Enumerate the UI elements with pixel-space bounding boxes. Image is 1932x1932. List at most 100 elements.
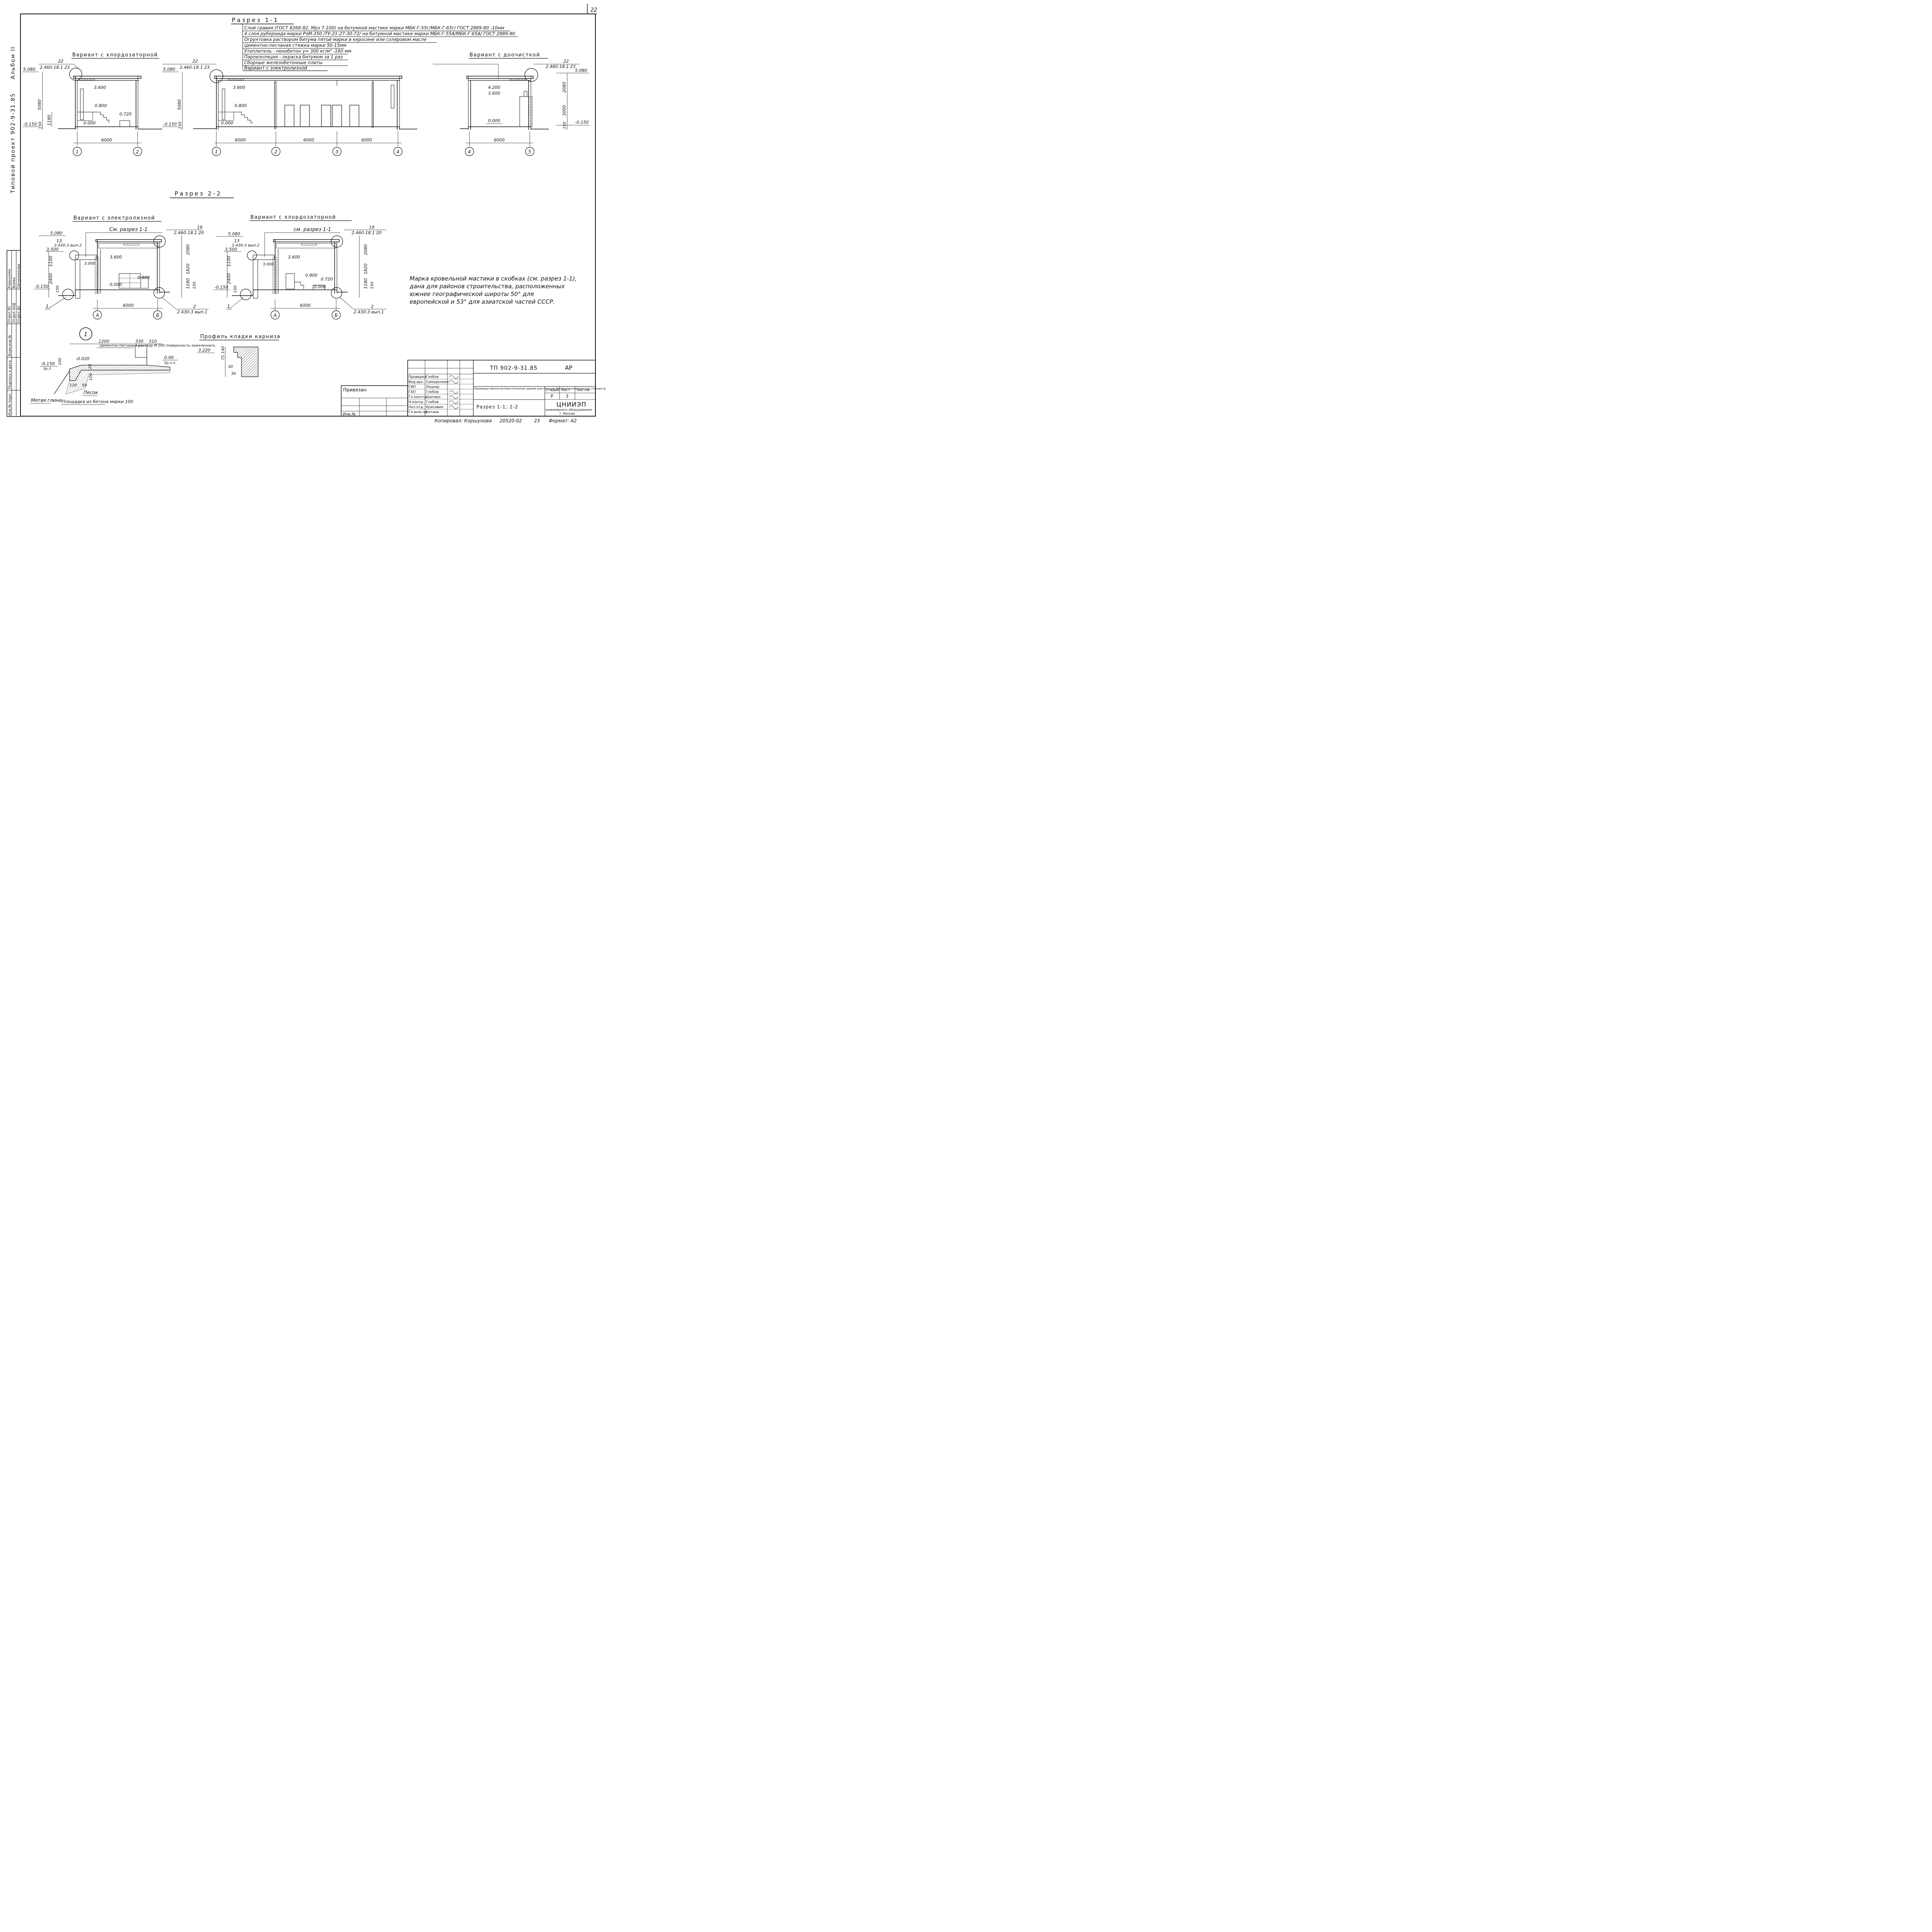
approval-stamp: Отдел ВС Отдел ЭАД Отдел ДС Кадышева Бое… <box>7 250 21 417</box>
svg-text:1180: 1180 <box>47 115 52 126</box>
axis-marker <box>332 147 342 156</box>
svg-text:Лоцкер: Лоцкер <box>426 385 439 389</box>
drawing-mark: АР <box>565 364 572 371</box>
svg-text:1100: 1100 <box>226 256 231 267</box>
svg-text:5.080: 5.080 <box>50 231 63 236</box>
svg-text:2: 2 <box>136 149 139 155</box>
stamp-label-1: Подпись и дата <box>8 360 12 389</box>
axis-marker <box>271 147 281 156</box>
stamp-row-dept-2: Отдел ДС <box>17 305 21 323</box>
svg-text:Листов: Листов <box>577 388 590 392</box>
axis-marker <box>212 147 221 156</box>
signature <box>449 405 459 409</box>
axis-marker <box>133 147 142 156</box>
detail-callout: Мятая глина <box>31 398 62 403</box>
detail-marker <box>79 327 92 340</box>
svg-text:3000: 3000 <box>562 105 567 116</box>
stamp-row-name-1: Боева <box>12 277 16 288</box>
svg-text:0.720: 0.720 <box>119 112 132 117</box>
svg-text:0.800: 0.800 <box>95 103 107 108</box>
svg-text:2.460-18.1 20: 2.460-18.1 20 <box>352 230 381 235</box>
section-1-1-polishing: Вариант с доочисткой 22 2.460-18.1 23 5.… <box>433 52 589 156</box>
roof-layer: Сборные железобетонные плиты <box>244 60 323 65</box>
stamp-label-0: Взам.инв.№ <box>8 335 12 356</box>
axis-marker <box>270 310 280 320</box>
svg-text:-0.020: -0.020 <box>76 356 89 361</box>
svg-text:2400: 2400 <box>226 273 231 284</box>
svg-text:2.430-3 вып.1: 2.430-3 вып.1 <box>177 310 207 315</box>
svg-text:Ур.ч.п.: Ур.ч.п. <box>164 361 176 365</box>
svg-text:ГИП: ГИП <box>408 385 416 389</box>
section-2-2-chlorine: Вариант с хлордозаторной см. разрез 1-1 … <box>214 214 386 320</box>
svg-text:6000: 6000 <box>300 303 311 308</box>
svg-text:150: 150 <box>38 122 43 129</box>
svg-text:0.000: 0.000 <box>110 282 122 287</box>
section-1-1-electrolysis: 22 2.460-18.1 23 5.080 3.600 0.800 0.000 <box>162 59 417 156</box>
svg-text:150: 150 <box>192 282 197 289</box>
svg-text:140: 140 <box>221 346 225 354</box>
roof-layer: Огрунтовка раствором битума пятой марки … <box>244 37 427 42</box>
axis-marker <box>73 147 82 156</box>
node-callout <box>69 250 79 260</box>
svg-text:Н.контр.: Н.контр. <box>408 400 424 404</box>
note-line: европейской и 53° для азиатской частей С… <box>410 298 555 305</box>
svg-text:2080: 2080 <box>363 244 368 255</box>
svg-text:20: 20 <box>88 364 92 369</box>
svg-text:Глебов: Глебов <box>426 390 439 394</box>
svg-text:-0.150: -0.150 <box>214 285 228 290</box>
svg-text:1: 1 <box>46 304 49 309</box>
svg-text:1820: 1820 <box>185 264 190 274</box>
svg-text:-0.150: -0.150 <box>23 122 37 127</box>
axis-marker <box>153 310 162 320</box>
stamp-row-name-0: Кадышева <box>8 269 12 288</box>
svg-text:22: 22 <box>192 59 198 64</box>
svg-text:3: 3 <box>335 149 338 155</box>
svg-text:-0.150: -0.150 <box>163 122 177 127</box>
svg-text:Лист: Лист <box>561 388 570 392</box>
org-name: ЦНИИЭП <box>556 401 587 408</box>
svg-text:5080: 5080 <box>177 99 182 110</box>
svg-text:Р: Р <box>551 394 553 399</box>
svg-text:3.600: 3.600 <box>288 255 300 260</box>
detail-callout: Цементно-песчаный раствор М 200 /поверхн… <box>100 344 215 348</box>
svg-text:310: 310 <box>149 339 157 344</box>
svg-text:3.600: 3.600 <box>233 85 245 90</box>
svg-text:2.430-3 вып.2: 2.430-3 вып.2 <box>54 243 82 248</box>
svg-text:13: 13 <box>234 238 240 243</box>
axis-marker <box>93 310 102 320</box>
section-2-2-electrolysis: Вариант с электролизной См. разрез 1-1 1… <box>34 215 209 320</box>
roof-layers-list: Слой гравия (ГОСТ 8268-82, Мрз 7-100) на… <box>243 25 518 71</box>
svg-text:4: 4 <box>396 149 400 155</box>
svg-text:См. разрез 1-1: См. разрез 1-1 <box>109 227 148 233</box>
svg-text:3.600: 3.600 <box>94 85 106 90</box>
detail-callout: Песок <box>83 390 98 395</box>
svg-text:3: 3 <box>566 394 568 399</box>
svg-text:Формат: А2: Формат: А2 <box>549 418 577 423</box>
svg-text:13: 13 <box>56 238 62 243</box>
svg-text:3.500: 3.500 <box>46 247 59 252</box>
svg-text:г. Москва: г. Москва <box>560 412 575 415</box>
svg-text:22: 22 <box>58 59 63 64</box>
svg-text:1: 1 <box>227 304 230 309</box>
svg-text:0.000: 0.000 <box>221 121 233 126</box>
svg-text:2.460-18.1 20: 2.460-18.1 20 <box>174 230 204 235</box>
svg-text:19: 19 <box>197 225 202 230</box>
roof-layer: Утеплитель - пенобетон γ= 300 кг/м³ -160… <box>244 48 352 54</box>
svg-text:20520-02: 20520-02 <box>500 418 522 423</box>
svg-text:инженерного оборудования: инженерного оборудования <box>546 408 592 412</box>
album-label: Альбом II <box>10 46 16 79</box>
svg-text:Глебов: Глебов <box>426 375 439 379</box>
axis-marker <box>332 310 341 320</box>
svg-text:1180: 1180 <box>363 278 368 289</box>
svg-text:Гл.констр.: Гл.констр. <box>408 395 428 399</box>
svg-text:19: 19 <box>369 225 374 230</box>
stamp-row-dept-1: Отдел ЭАД <box>12 303 16 323</box>
svg-text:0.000: 0.000 <box>314 284 326 289</box>
svg-text:2.430-3 вып.2: 2.430-3 вып.2 <box>232 243 260 248</box>
drawing-sheet: 22 Альбом II Типовой проект 902-9-31.85 … <box>7 4 606 423</box>
section-1-1-title: Разрез 1-1 <box>232 17 279 24</box>
roof-layer: 4 слоя рубероида марки РэМ-350 /ТУ-21-27… <box>244 31 515 36</box>
svg-text:3.000: 3.000 <box>263 262 274 267</box>
node-callout <box>247 250 257 260</box>
drawing-code: ТП 902-9-31.85 <box>490 365 537 371</box>
